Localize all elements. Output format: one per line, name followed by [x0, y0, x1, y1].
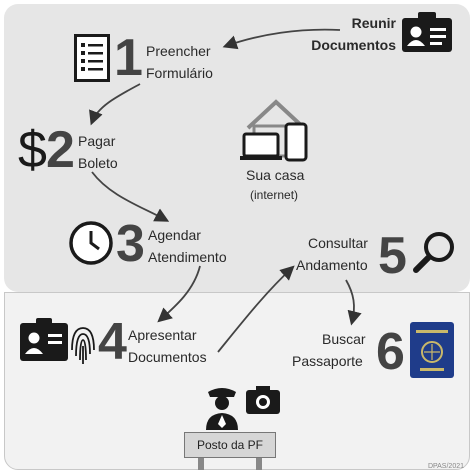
arrow-2-to-3: [91, 171, 170, 222]
police-officer-icon: [206, 388, 238, 430]
arrow-reunir-to-1: [222, 28, 341, 50]
reunir-label-1: Reunir: [351, 15, 396, 31]
step-4-number: 4: [98, 313, 127, 371]
arrow-5-to-6: [345, 279, 362, 326]
step-1-label-1: Preencher: [146, 43, 211, 59]
arrow-4-to-5: [217, 265, 295, 353]
step-5-label-1: Consultar: [308, 235, 368, 251]
form-icon: [74, 34, 110, 82]
camera-icon: [246, 386, 280, 414]
step-4-label-1: Apresentar: [128, 327, 197, 343]
arrow-1-to-2: [89, 83, 141, 126]
house-laptop-phone-icon: [240, 99, 308, 162]
reunir-label-2: Documentos: [311, 37, 396, 53]
magnifier-icon: [413, 232, 454, 273]
step-6-number: 6: [376, 323, 405, 381]
clock-icon: [69, 221, 113, 265]
id-card-icon: [402, 12, 452, 52]
step-5-label-2: Andamento: [296, 257, 368, 273]
step-3-label-1: Agendar: [148, 227, 201, 243]
arrow-3-to-4: [157, 265, 201, 323]
credit-text: DPAS/2021: [427, 463, 464, 470]
step-3-number: 3: [116, 215, 145, 273]
step-2-label-1: Pagar: [78, 133, 116, 149]
home-label-1: Sua casa: [246, 167, 305, 183]
step-2-number: 2: [46, 121, 75, 179]
step-2-label-2: Boleto: [78, 155, 118, 171]
step-1-label-2: Formulário: [146, 65, 213, 81]
id-card-fingerprint-icon: [20, 318, 95, 364]
dollar-icon: $: [18, 121, 47, 179]
pf-post-sign: Posto da PF: [184, 432, 276, 458]
step-4-label-2: Documentos: [128, 349, 207, 365]
step-1-number: 1: [114, 29, 143, 87]
step-5-number: 5: [378, 227, 407, 285]
step-6-label-2: Passaporte: [292, 353, 363, 369]
pf-post-label: Posto da PF: [196, 438, 264, 452]
step-6-label-1: Buscar: [322, 331, 366, 347]
step-3-label-2: Atendimento: [148, 249, 227, 265]
home-label-2: (internet): [250, 188, 299, 202]
pf-sign-posts: [198, 458, 262, 470]
passport-icon: [410, 322, 454, 378]
